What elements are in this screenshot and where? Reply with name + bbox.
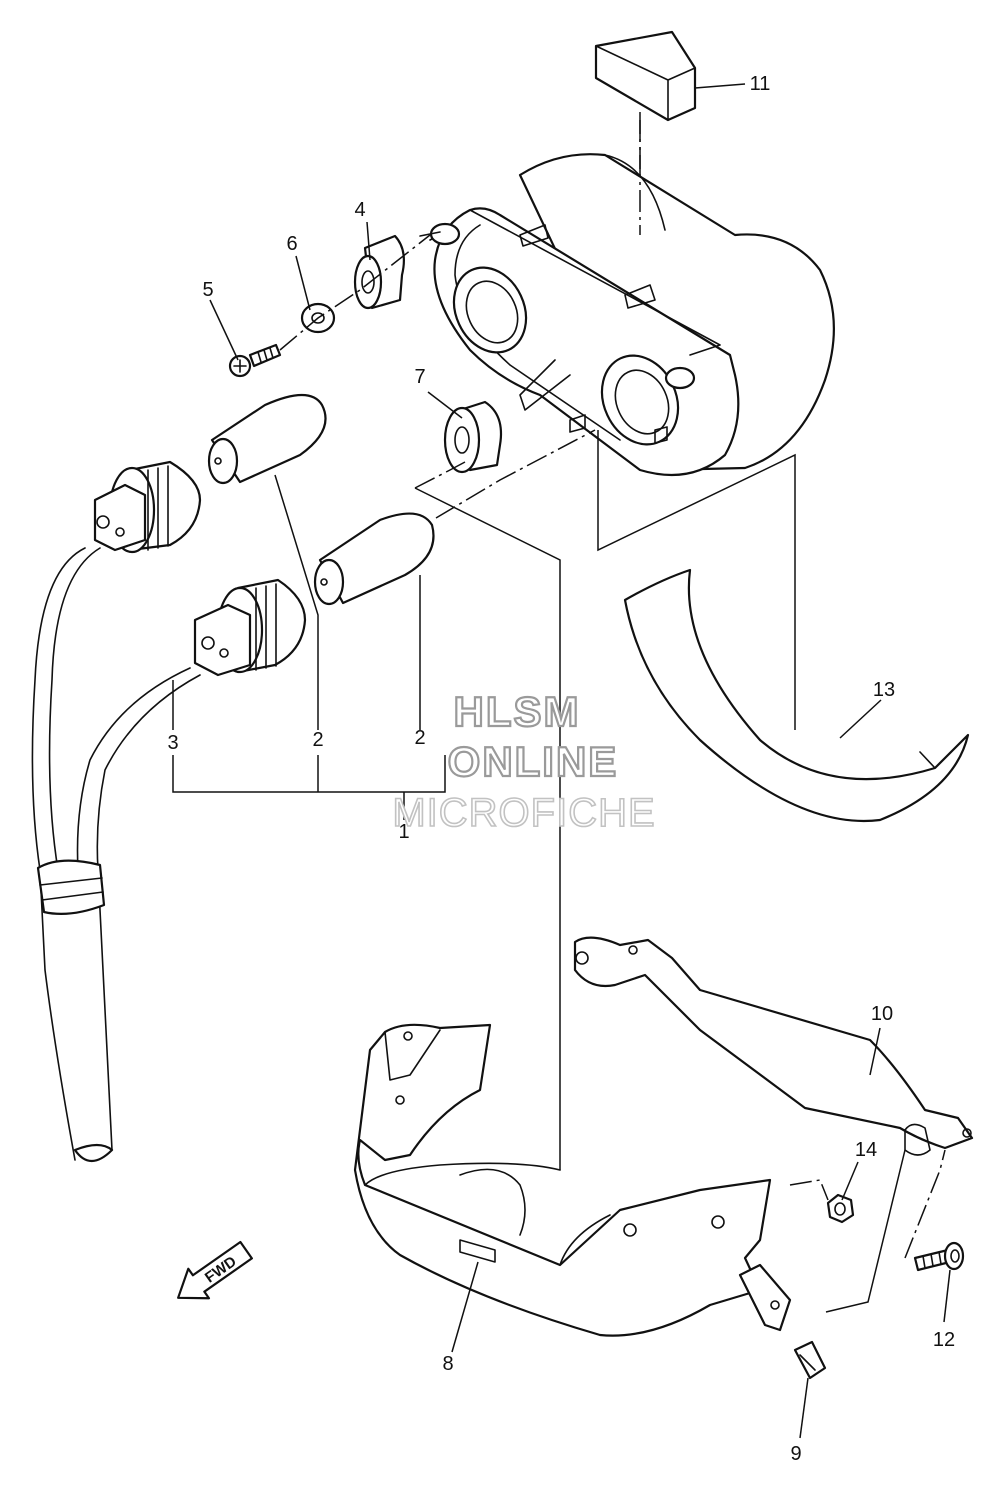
dash-line-screw <box>279 234 431 351</box>
part-7-label-block <box>594 30 697 122</box>
callout-4: 4 <box>354 199 365 221</box>
headlight-housing <box>419 153 835 477</box>
callout-12: 12 <box>933 1329 955 1351</box>
part-12-bolt <box>913 1241 965 1272</box>
callout-6: 6 <box>286 233 297 255</box>
callout-13: 13 <box>873 679 895 701</box>
part-14-nut <box>826 1193 855 1224</box>
watermark: HLSM ONLINE MICROFICHE <box>392 687 656 836</box>
callout-1: 1 <box>398 821 409 843</box>
watermark-line-3: MICROFICHE <box>392 791 655 835</box>
part-9-lower-cover <box>353 1023 792 1337</box>
callout-3: 3 <box>167 732 178 754</box>
part-5-screw <box>228 343 282 378</box>
callout-2-left: 2 <box>312 729 323 751</box>
part-4-grommet <box>353 234 405 310</box>
callout-2-right: 2 <box>414 727 425 749</box>
callouts: 11 4 6 5 7 3 2 2 1 13 10 14 12 8 9 <box>167 73 955 1465</box>
part-8-grommet <box>443 400 503 474</box>
callout-10: 10 <box>871 1003 893 1025</box>
callout-9: 8 <box>442 1353 453 1375</box>
part-11-clip-nut <box>793 1340 827 1380</box>
part-10-bracket <box>573 936 974 1156</box>
callout-8: 7 <box>414 366 425 388</box>
callout-14: 14 <box>855 1139 877 1161</box>
fwd-arrow-icon: FWD <box>177 1240 253 1300</box>
wiring-harness <box>31 547 201 1163</box>
watermark-line-2: ONLINE <box>448 738 619 785</box>
part-3-socket-upper <box>93 460 202 554</box>
assembly-lines <box>414 120 946 1313</box>
part-13-band <box>623 568 970 822</box>
callout-5: 5 <box>202 279 213 301</box>
part-2-bulb-lower <box>313 512 435 606</box>
watermark-line-1: HLSM <box>454 688 581 735</box>
part-3-socket-lower <box>193 578 307 677</box>
callout-7: 11 <box>750 73 771 95</box>
part-2-bulb-upper <box>207 394 327 485</box>
callout-11: 9 <box>790 1443 801 1465</box>
leader-lines <box>172 83 951 1439</box>
